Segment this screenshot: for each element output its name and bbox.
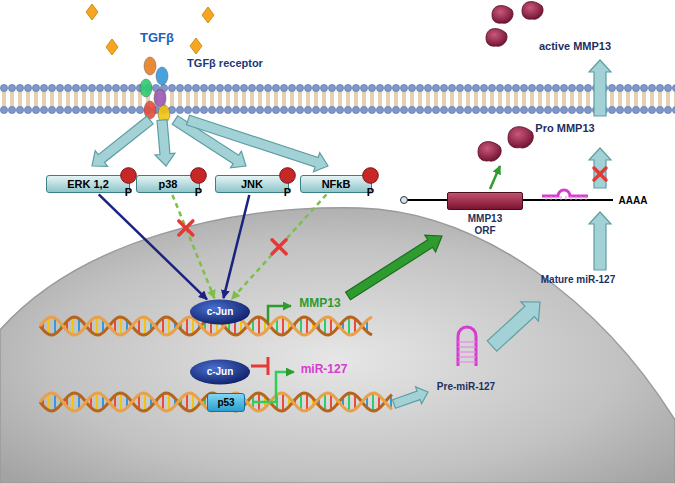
phospho-shape	[190, 167, 207, 184]
ligand	[86, 4, 98, 20]
block-arrow	[589, 148, 611, 188]
protein-blob	[486, 29, 507, 47]
node-text: P	[190, 186, 207, 198]
node-text: c-Jun	[189, 359, 251, 385]
kinase-box: NFkBP	[300, 175, 372, 193]
block-arrow	[155, 120, 175, 166]
cell-membrane	[0, 84, 675, 114]
text-label: TGFβ	[140, 31, 174, 45]
node-text: NFkB	[309, 178, 363, 190]
node-text: c-Jun	[189, 299, 251, 325]
p53-box: p53	[207, 393, 244, 412]
receptor	[140, 57, 170, 123]
ligand	[202, 7, 214, 23]
cjun-ellipse: c-Jun	[189, 299, 251, 325]
phospho-circle: P	[279, 167, 296, 198]
node-text: P	[362, 186, 379, 198]
text-label: Mature miR-127	[541, 274, 615, 285]
text-label: Pre-miR-127	[437, 381, 495, 392]
block-arrow	[92, 116, 153, 166]
text-label: miR-127	[301, 363, 348, 376]
text-label: MMP13	[299, 297, 340, 310]
node-text: MMP13 ORF	[459, 213, 511, 236]
node-text: P	[279, 186, 296, 198]
transcription-arrow	[252, 372, 294, 402]
block-arrow	[346, 235, 442, 300]
phospho-circle: P	[362, 167, 379, 198]
nucleus	[0, 208, 675, 483]
phospho-circle: P	[120, 167, 137, 198]
block-arrow	[589, 60, 611, 116]
orf-box: MMP13 ORF	[447, 192, 523, 236]
protein-blob	[478, 142, 501, 162]
connectors	[99, 194, 327, 299]
protein-blob	[492, 6, 513, 24]
node-text: JNK	[224, 178, 280, 190]
block-cross	[594, 168, 606, 180]
text-label: AAAA	[619, 195, 648, 206]
block-cross	[179, 221, 193, 235]
text-label: Pro MMP13	[535, 122, 594, 134]
ligand	[106, 39, 118, 55]
phospho-shape	[279, 167, 296, 184]
protein-blob	[508, 127, 533, 148]
block-cross	[272, 240, 286, 254]
kinase-box: p38P	[136, 175, 200, 193]
ligand	[190, 38, 202, 54]
signal-arrow	[99, 194, 207, 299]
phospho-shape	[362, 167, 379, 184]
block-arrow	[186, 115, 328, 172]
kinase-box: JNKP	[215, 175, 289, 193]
protein-blob	[522, 2, 543, 20]
translation-arrow	[490, 166, 500, 189]
block-arrow	[487, 302, 540, 351]
pre-mirna-hairpin	[458, 327, 476, 366]
blocked-signal-arrow	[232, 194, 327, 299]
block-arrow	[393, 387, 428, 408]
node-text: P	[120, 186, 137, 198]
inhibition-bar	[251, 357, 268, 375]
dna-helix	[40, 393, 392, 411]
transcription-arrow	[268, 306, 291, 322]
node-text: ERK 1,2	[55, 178, 121, 190]
bound-mirna	[542, 190, 588, 196]
text-label: TGFβ receptor	[187, 57, 263, 69]
kinase-box: ERK 1,2P	[46, 175, 130, 193]
phospho-shape	[120, 167, 137, 184]
cjun-ellipse: c-Jun	[189, 359, 251, 385]
node-text: p38	[145, 178, 191, 190]
text-label: active MMP13	[539, 40, 611, 52]
orf-bar	[447, 192, 523, 210]
mrna-cap	[401, 197, 408, 204]
block-arrow	[589, 212, 611, 270]
blocked-signal-arrow	[172, 195, 214, 298]
node-text: p53	[217, 397, 234, 408]
phospho-circle: P	[190, 167, 207, 198]
